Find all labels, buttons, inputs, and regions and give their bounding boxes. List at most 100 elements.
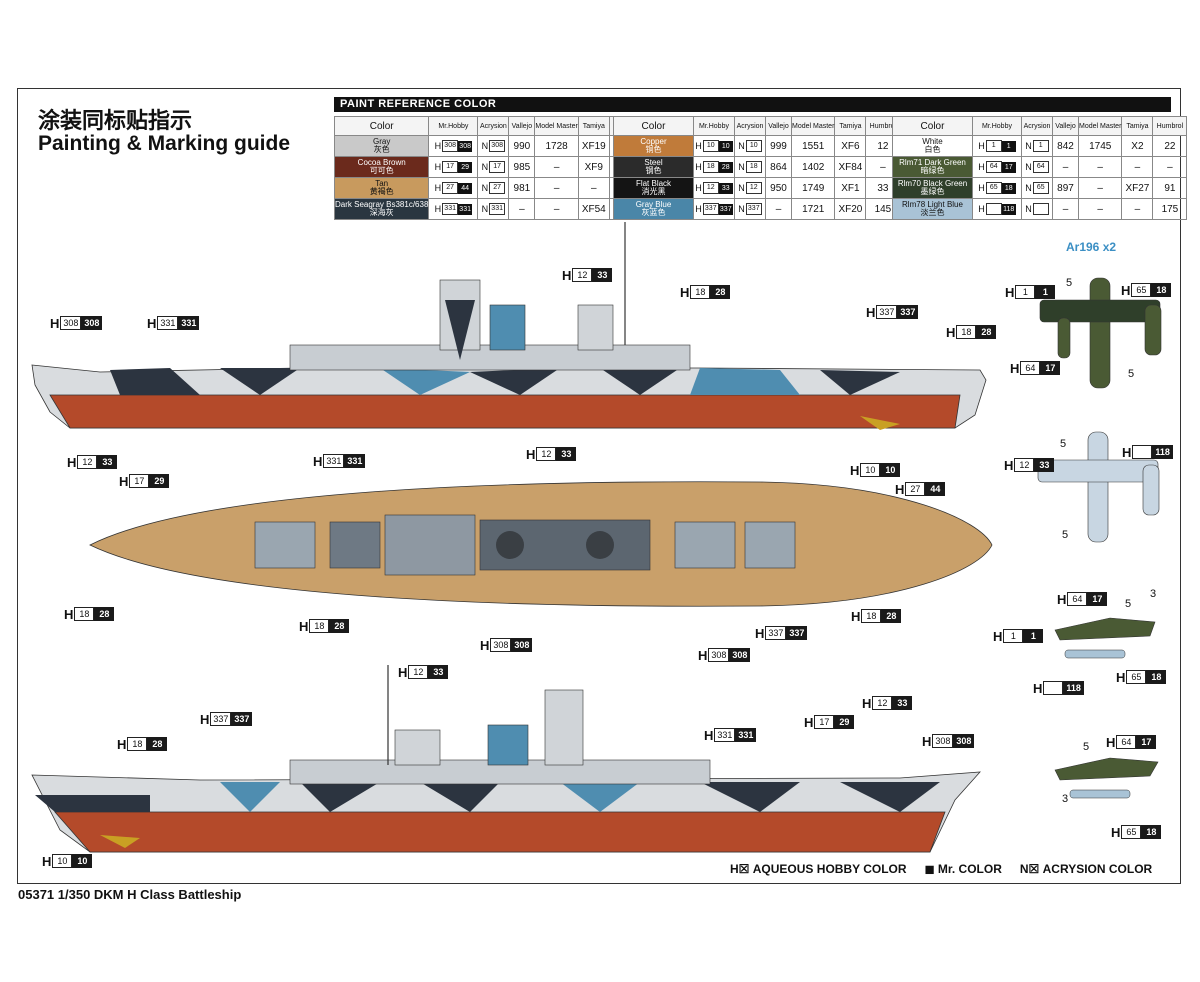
paint-col-header: Vallejo [1052,116,1079,136]
legend-acrysion: N☒ ACRYSION COLOR [1019,862,1153,876]
paint-tamiya: – [1121,198,1154,220]
decal-number: 5 [1062,529,1069,541]
decal-number: 3 [1150,588,1157,600]
decal-number: 5 [1125,598,1132,610]
paint-mm: 1402 [790,156,836,178]
legend-aqueous-label: AQUEOUS HOBBY COLOR [752,862,907,876]
page-title: Painting & Marking guide [38,132,291,155]
paint-col-header: Model Master [1077,116,1123,136]
decal-number: 5 [1083,741,1090,753]
page-frame [17,88,1181,884]
aircraft-ar196-side-1 [1054,617,1156,659]
decal-number: 5 [1066,277,1073,289]
paint-col-header: Model Master [534,116,579,136]
paint-humbrol: 175 [1152,198,1188,220]
paint-humbrol: 22 [1152,135,1188,157]
aircraft-ar196-top-camo [1039,277,1162,389]
legend-mr: ◼ Mr. COLOR [924,862,1002,876]
legend-acrysion-label: ACRYSION COLOR [1042,862,1153,876]
ship-deck-view [89,481,993,607]
legend: H☒ AQUEOUS HOBBY COLOR ◼ Mr. COLOR N☒ AC… [730,862,1152,876]
aircraft-ar196-bottom-view [1037,431,1160,543]
paint-col-header: Tamiya [1121,116,1154,136]
paint-mm: 1721 [790,198,836,220]
paint-col-header: Color [333,116,430,136]
paint-col-header: Mr.Hobby [972,116,1022,136]
aircraft-title: Ar196 x2 [1066,240,1117,254]
paint-humbrol: 145 [865,198,901,220]
paint-reference-header: PAINT REFERENCE COLOR [334,97,1171,112]
decal-number: 5 [1060,438,1067,450]
paint-col-header: Humbrol [865,116,901,136]
paint-mm: – [1077,198,1123,220]
decal-number: 3 [1062,793,1069,805]
paint-mm: – [534,198,579,220]
acrysion-code: N [1021,198,1053,220]
decal-number: 5 [1128,368,1135,380]
page-title-chinese: 涂装同标贴指示 [38,109,193,134]
ship-side-profile-top [31,222,987,430]
paint-col-header: Tamiya [577,116,610,136]
footer-product-code: 05371 1/350 DKM H Class Battleship [18,887,242,902]
aircraft-ar196-side-2 [1054,757,1159,799]
